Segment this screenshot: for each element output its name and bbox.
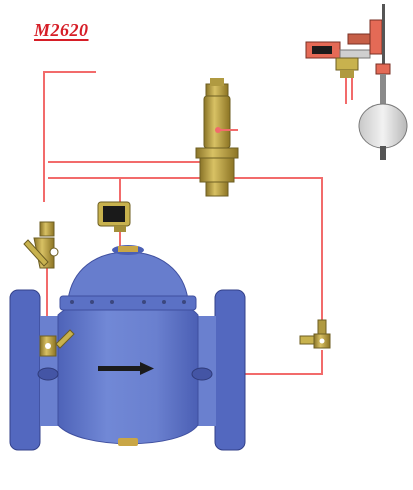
outlet-port [191, 367, 213, 381]
float-pilot-assembly [305, 4, 408, 160]
strainer [23, 221, 59, 269]
bonnet-cap [118, 246, 138, 252]
float-ball [358, 103, 408, 149]
valve-bonnet [67, 251, 189, 301]
bonnet-bolts [70, 300, 186, 304]
drain-plug [118, 438, 138, 446]
model-label: M2620 [34, 20, 89, 40]
solenoid-valve [97, 201, 131, 232]
pilot-valve [195, 78, 239, 197]
body-ball-valve [39, 329, 75, 357]
valve-flange-right [194, 289, 246, 451]
inlet-port [37, 367, 59, 381]
needle-valve [299, 319, 331, 349]
flow-arrow [98, 362, 154, 375]
